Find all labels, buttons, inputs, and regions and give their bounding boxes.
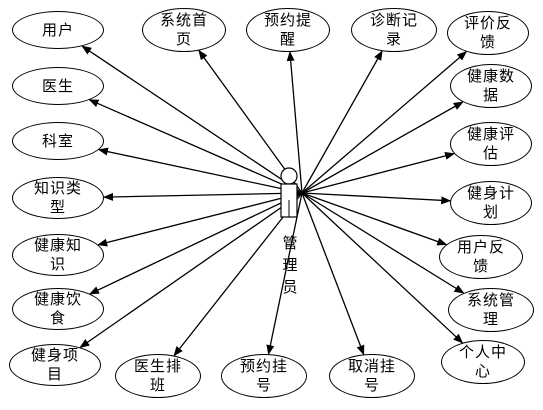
use-case-label-line: 健康评 [466,125,515,143]
use-case-zhishi-leixing: 知识类型 [12,177,104,219]
use-case-label-line: 馈 [472,257,489,275]
use-case-label-line: 估 [482,144,499,162]
use-case-zhenduan-jilu: 诊断记录 [351,8,437,52]
use-case-label-line: 健康数 [466,67,515,85]
connector-xitong-guanli [301,192,465,294]
use-case-jiankang-yinshi: 健康饮食 [12,288,104,330]
use-case-label-line: 据 [482,86,499,104]
use-case-label-line: 健康饮 [33,290,82,308]
connector-jianshen-xiangmu [79,192,303,348]
use-case-label-line: 知识类 [33,179,82,197]
use-case-label-line: 页 [175,30,192,48]
connector-jiankang-yinshi [88,192,303,295]
use-case-label-line: 预约挂 [239,357,288,375]
connector-yuyue-tixing [286,51,303,194]
use-case-label-line: 型 [49,198,66,216]
use-case-label-line: 用户 [41,20,74,39]
use-case-yuyue-guahao: 预约挂号 [221,354,307,398]
use-case-pingjia-fankui: 评价反馈 [447,11,529,55]
use-case-label-line: 预约提 [263,11,312,29]
use-case-jiankang-pinggu: 健康评估 [450,122,532,166]
use-case-jianshen-xiangmu: 健身项目 [9,344,101,386]
connector-yuyue-guahao [266,192,303,356]
connector-jiankang-zhishi [97,192,303,247]
use-case-jiankang-zhishi: 健康知识 [12,234,104,276]
use-case-label-line: 心 [474,362,491,380]
use-case-label-line: 用户反 [456,238,505,256]
use-case-label-line: 班 [149,376,166,394]
connector-yonghu-fankui [301,192,448,246]
connector-yisheng-paiban [173,192,303,357]
connector-pingjia-fankui [301,51,468,194]
use-case-label-line: 号 [363,376,380,394]
connector-zhenduan-jilu [301,50,383,194]
use-case-jiankang-shuju: 健康数据 [450,64,532,108]
use-case-jianshen-jihua: 健身计划 [450,181,532,225]
use-case-keshi: 科室 [12,122,104,160]
use-case-xitong-guanli: 系统管理 [448,288,534,332]
use-case-yonghu-fankui: 用户反馈 [439,235,523,279]
connector-yisheng [88,99,303,194]
use-case-label-line: 评价反 [463,14,512,32]
use-case-label-line: 健身项 [30,346,79,364]
connector-quxiao-guahao [301,192,365,356]
connector-zhishi-leixing [103,192,303,201]
use-case-label-line: 取消挂 [347,357,396,375]
connector-jianshen-jihua [301,192,452,205]
connector-keshi [97,147,303,194]
use-case-label-line: 科室 [41,131,74,150]
use-case-label-line: 诊断记 [369,11,418,29]
use-case-yuyue-tixing: 预约提醒 [246,8,330,52]
use-case-label-line: 食 [49,309,66,327]
use-case-label-line: 录 [385,30,402,48]
use-case-geren-zhongxin: 个人中心 [441,340,525,384]
actor-label: 管理员 [282,234,298,296]
connector-yonghu [81,45,303,194]
use-case-label-line: 理 [482,310,499,328]
use-case-label-line: 系统管 [466,291,515,309]
use-case-label-line: 馈 [479,33,496,51]
use-case-label-line: 医生 [41,76,74,95]
connector-lines [79,45,468,357]
use-case-label-line: 医生排 [133,357,182,375]
use-case-label-line: 识 [49,255,66,273]
use-case-label-line: 系统首 [159,11,208,29]
use-case-label-line: 划 [482,203,499,221]
use-case-yonghu: 用户 [12,11,104,49]
use-case-label-line: 醒 [279,30,296,48]
use-case-label-line: 号 [255,376,272,394]
connector-geren-zhongxin [301,192,464,344]
administrator-actor-icon [280,167,298,218]
use-case-label-line: 目 [46,365,63,383]
use-case-yisheng: 医生 [12,67,104,105]
use-case-quxiao-guahao: 取消挂号 [329,354,415,398]
use-case-yisheng-paiban: 医生排班 [115,354,201,398]
connector-jiankang-pinggu [301,151,456,194]
use-case-label-line: 个人中 [458,343,507,361]
connector-jiankang-shuju [301,101,464,194]
use-case-label-line: 健身计 [466,184,515,202]
use-case-xitong-shouye: 系统首页 [142,8,226,52]
use-case-label-line: 健康知 [33,236,82,254]
